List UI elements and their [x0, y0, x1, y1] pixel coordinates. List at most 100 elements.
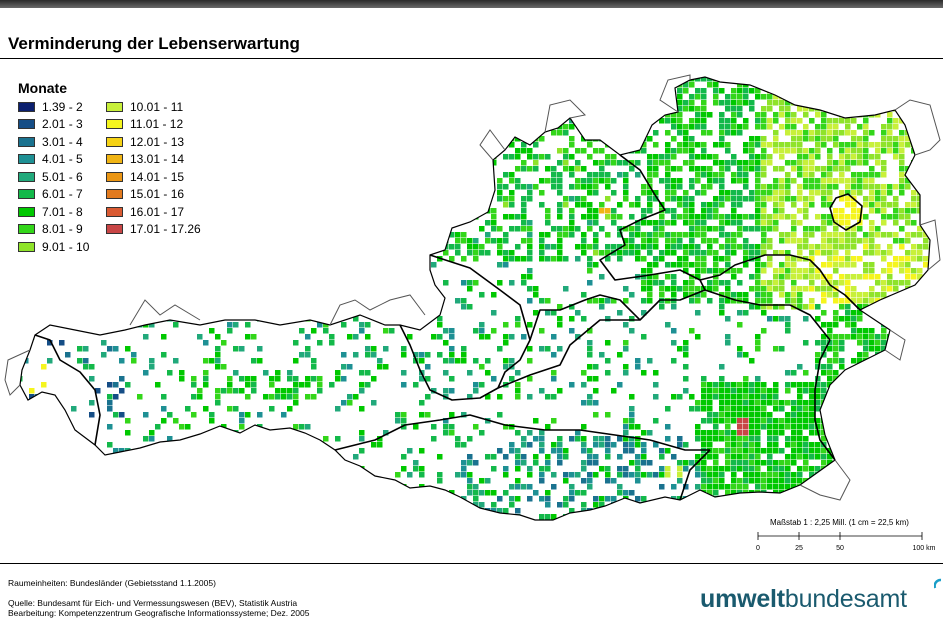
map-cell: [641, 256, 647, 262]
map-cell: [23, 418, 29, 424]
map-cell: [779, 190, 785, 196]
map-cell: [221, 172, 227, 178]
map-cell: [503, 88, 509, 94]
map-cell: [893, 304, 899, 310]
map-cell: [467, 250, 473, 256]
map-cell: [251, 436, 257, 442]
legend-item: 12.01 - 13: [106, 133, 201, 151]
map-cell: [755, 466, 761, 472]
map-cell: [341, 160, 347, 166]
map-cell: [611, 208, 617, 214]
map-cell: [923, 340, 929, 346]
map-cell: [245, 77, 251, 82]
map-cell: [47, 406, 53, 412]
map-cell: [185, 406, 191, 412]
map-cell: [923, 94, 929, 100]
map-cell: [599, 118, 605, 124]
map-cell: [803, 274, 809, 280]
map-cell: [425, 376, 431, 382]
map-cell: [557, 70, 563, 76]
map-cell: [611, 478, 617, 484]
map-cell: [809, 382, 815, 388]
map-cell: [557, 442, 563, 448]
map-cell: [899, 88, 905, 94]
map-cell: [587, 244, 593, 250]
map-cell: [647, 508, 653, 514]
map-cell: [839, 232, 845, 238]
map-cell: [653, 262, 659, 268]
map-cell: [329, 70, 335, 76]
map-cell: [239, 250, 245, 256]
map-cell: [821, 142, 827, 148]
map-cell: [431, 520, 437, 526]
map-cell: [629, 88, 635, 94]
map-cell: [875, 232, 881, 238]
map-cell: [77, 496, 83, 502]
map-cell: [533, 118, 539, 124]
map-cell: [701, 466, 707, 472]
map-cell: [467, 370, 473, 376]
legend-swatch: [106, 154, 123, 165]
map-cell: [701, 388, 707, 394]
map-cell: [779, 124, 785, 130]
map-cell: [29, 436, 35, 442]
map-cell: [851, 214, 857, 220]
map-cell: [197, 514, 203, 520]
map-cell: [629, 418, 635, 424]
map-cell: [659, 256, 665, 262]
map-cell: [443, 508, 449, 514]
map-cell: [269, 166, 275, 172]
map-cell: [827, 160, 833, 166]
map-cell: [749, 418, 755, 424]
map-cell: [497, 508, 503, 514]
map-cell: [89, 112, 95, 118]
map-cell: [29, 262, 35, 268]
map-cell: [647, 298, 653, 304]
map-cell: [875, 442, 881, 448]
map-cell: [449, 94, 455, 100]
map-cell: [755, 190, 761, 196]
map-cell: [881, 148, 887, 154]
map-cell: [683, 292, 689, 298]
map-cell: [899, 268, 905, 274]
map-cell: [593, 376, 599, 382]
map-cell: [629, 292, 635, 298]
map-cell: [827, 124, 833, 130]
map-cell: [797, 142, 803, 148]
map-cell: [479, 364, 485, 370]
map-cell: [863, 136, 869, 142]
map-cell: [737, 388, 743, 394]
map-cell: [815, 484, 821, 490]
map-cell: [761, 118, 767, 124]
map-cell: [767, 424, 773, 430]
map-cell: [605, 478, 611, 484]
map-cell: [443, 250, 449, 256]
map-cell: [635, 460, 641, 466]
map-cell: [539, 70, 545, 76]
map-cell: [761, 202, 767, 208]
map-cell: [905, 280, 911, 286]
map-cell: [701, 394, 707, 400]
map-cell: [491, 490, 497, 496]
map-cell: [401, 70, 407, 76]
map-cell: [911, 292, 917, 298]
map-cell: [719, 514, 725, 520]
map-cell: [887, 100, 893, 106]
map-cell: [737, 478, 743, 484]
map-cell: [881, 202, 887, 208]
map-cell: [815, 358, 821, 364]
map-cell: [923, 214, 929, 220]
map-cell: [299, 382, 305, 388]
map-cell: [767, 400, 773, 406]
map-cell: [917, 244, 923, 250]
map-cell: [527, 154, 533, 160]
map-cell: [725, 262, 731, 268]
map-cell: [431, 298, 437, 304]
map-cell: [551, 514, 557, 520]
map-cell: [569, 214, 575, 220]
map-cell: [479, 154, 485, 160]
map-cell: [353, 352, 359, 358]
map-cell: [911, 400, 917, 406]
map-cell: [257, 160, 263, 166]
map-cell: [881, 364, 887, 370]
